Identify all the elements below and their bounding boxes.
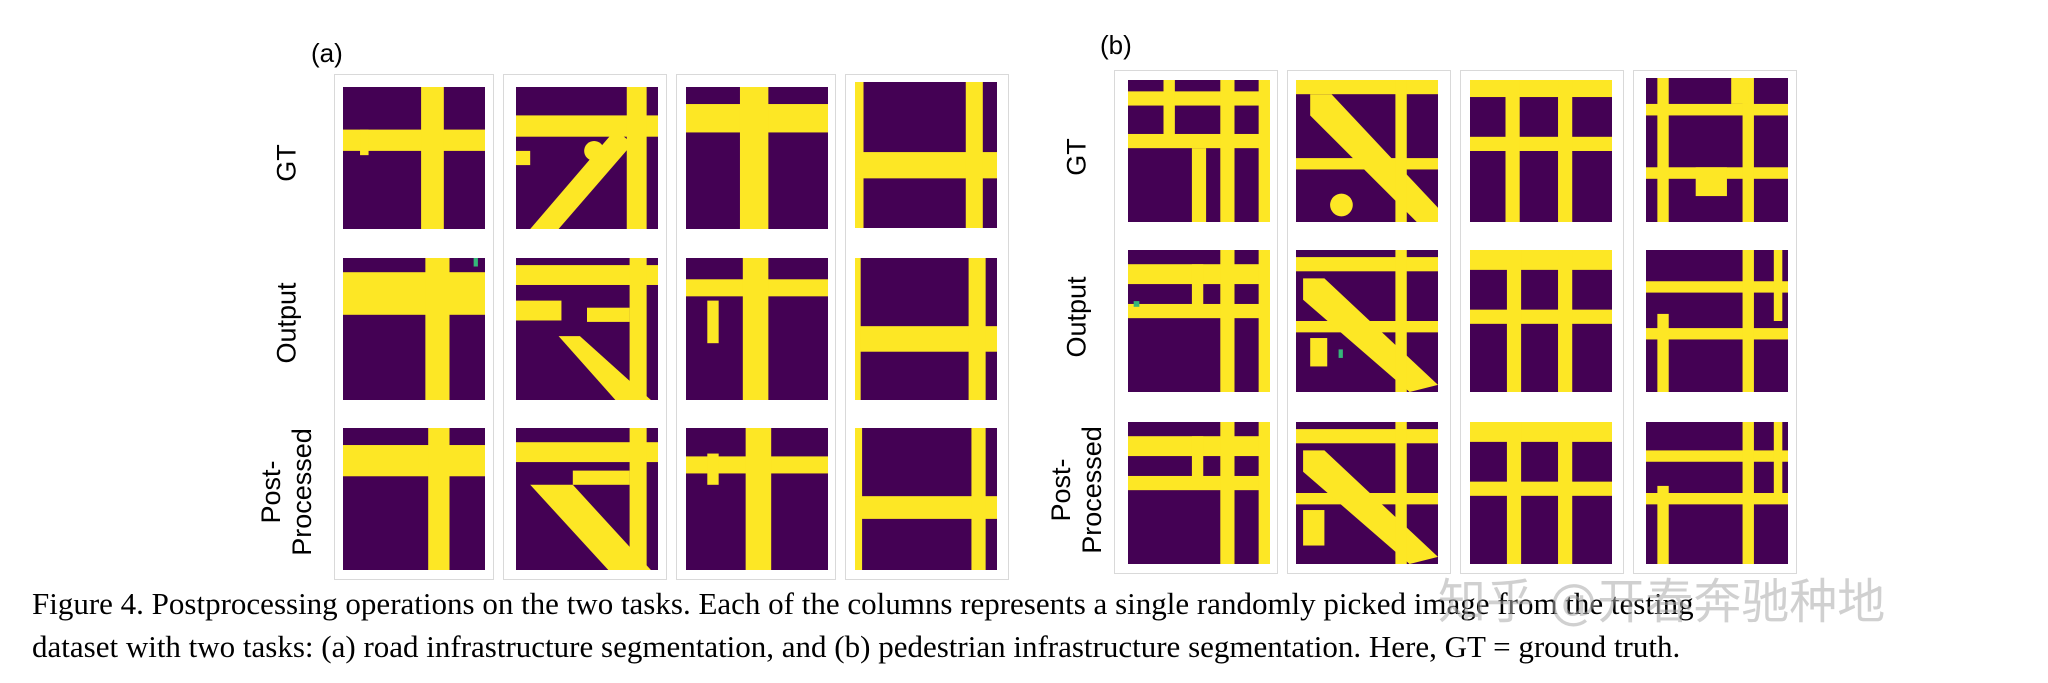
segmentation-tile-a-post-1 (343, 428, 485, 570)
segmentation-tile-b-post-2 (1296, 422, 1438, 564)
segmentation-tile-b-output-2 (1296, 250, 1438, 392)
caption-line-1: Figure 4. Postprocessing operations on t… (32, 586, 1694, 621)
segmentation-tile-b-post-4 (1646, 422, 1788, 564)
segmentation-tile-a-post-3 (686, 428, 828, 570)
watermark: 知乎 @开春奔驰种地 (1438, 574, 1886, 630)
segmentation-tile-b-output-1 (1128, 250, 1270, 392)
segmentation-tile-a-output-2 (516, 258, 658, 400)
segmentation-tile-b-output-4 (1646, 250, 1788, 392)
segmentation-tile-b-post-1 (1128, 422, 1270, 564)
segmentation-tile-b-output-3 (1470, 250, 1612, 392)
panel-a-label: (a) (311, 38, 343, 68)
segmentation-tile-a-output-1 (343, 258, 485, 400)
segmentation-tile-b-gt-4 (1646, 78, 1788, 222)
segmentation-tile-a-output-4 (855, 258, 997, 400)
caption-line-2: dataset with two tasks: (a) road infrast… (32, 629, 1681, 664)
segmentation-tile-a-gt-3 (686, 87, 828, 229)
panel-b-label: (b) (1100, 30, 1132, 60)
segmentation-tile-b-gt-2 (1296, 80, 1438, 222)
segmentation-tile-b-post-3 (1470, 422, 1612, 564)
segmentation-tile-a-output-3 (686, 258, 828, 400)
segmentation-tile-b-gt-1 (1128, 80, 1270, 222)
figure-caption: Figure 4. Postprocessing operations on t… (32, 582, 2022, 668)
segmentation-tile-a-gt-1 (343, 87, 485, 229)
segmentation-tile-a-gt-4 (855, 82, 997, 228)
segmentation-tile-a-post-4 (855, 428, 997, 570)
segmentation-tile-a-post-2 (516, 428, 658, 570)
segmentation-tile-a-gt-2 (516, 87, 658, 229)
segmentation-tile-b-gt-3 (1470, 80, 1612, 222)
